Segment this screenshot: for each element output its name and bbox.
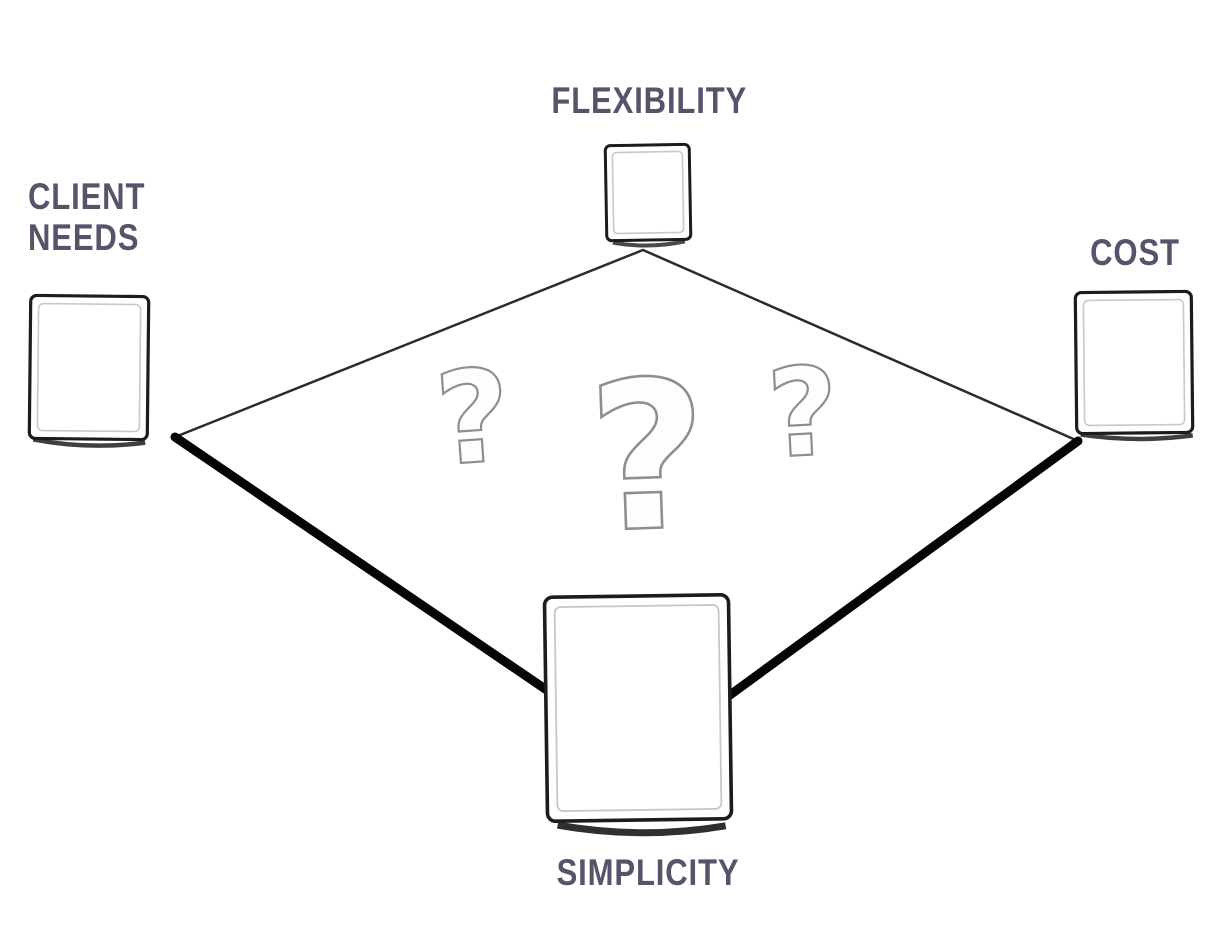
client-needs-line1: CLIENT — [28, 176, 146, 217]
box-inner-line — [553, 604, 723, 812]
flexibility-box — [603, 142, 693, 248]
client-needs-label: CLIENT NEEDS — [28, 176, 146, 258]
flexibility-label: FLEXIBILITY — [551, 80, 748, 121]
box-shadow — [612, 239, 686, 248]
diamond-top-edges — [174, 248, 1079, 443]
question-mark-center-icon: ? — [585, 337, 712, 579]
cost-box — [1073, 289, 1195, 442]
question-mark-left-icon: ? — [431, 342, 515, 496]
box-inner-line — [1082, 298, 1186, 427]
cost-label: COST — [1090, 232, 1180, 273]
box-shadow — [32, 437, 146, 448]
box-shadow — [1080, 432, 1194, 442]
box-outline — [603, 142, 693, 243]
box-outline — [27, 293, 151, 442]
box-shadow — [557, 821, 727, 837]
box-inner-line — [36, 302, 142, 433]
client-needs-box — [27, 293, 151, 448]
simplicity-label: SIMPLICITY — [556, 852, 740, 893]
box-inner-line — [611, 150, 685, 235]
question-marks-group: ? ? ? — [430, 336, 843, 581]
box-outline — [542, 593, 734, 823]
box-outline — [1073, 289, 1195, 436]
client-needs-line2: NEEDS — [28, 217, 140, 258]
simplicity-box — [542, 593, 734, 837]
diamond-face — [175, 250, 1078, 757]
question-mark-right-icon: ? — [764, 340, 842, 486]
